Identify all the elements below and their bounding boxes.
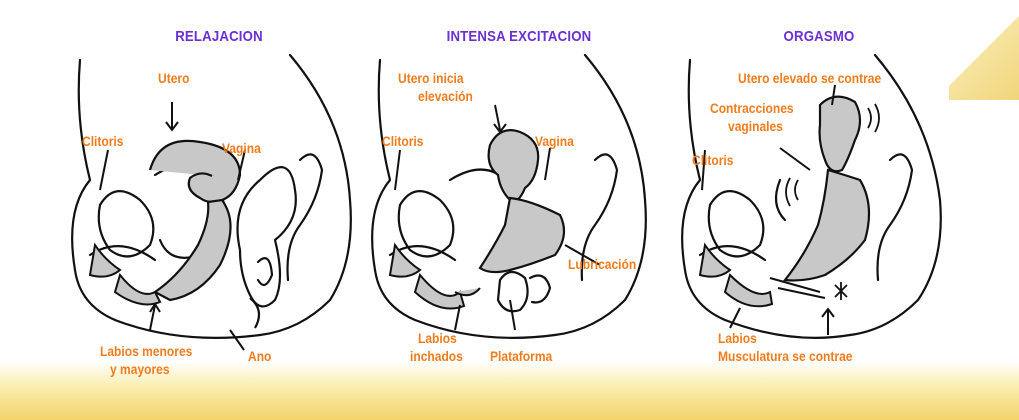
label-lubricacion: Lubricación (568, 256, 637, 272)
label-labios-1: Labios (418, 330, 457, 346)
label-labios-1: Labios menores (100, 343, 193, 359)
label-clitoris: Clitoris (82, 133, 124, 149)
clitoris-shape (88, 242, 122, 278)
vagina-shape (152, 198, 232, 302)
panel-relajacion: RELAJACION Utero Clitoris Vagin (60, 28, 378, 395)
label-utero: Utero (158, 70, 190, 86)
label-clitoris: Clitoris (692, 152, 734, 168)
label-utero: Utero elevado se contrae (738, 70, 882, 86)
labia-swollen-shape (413, 272, 466, 310)
uterus-shape (487, 129, 540, 203)
vagina-contracting-shape (782, 168, 871, 282)
label-vagina: Vagina (222, 140, 261, 156)
contraction-marks (785, 103, 880, 300)
label-musculatura: Musculatura se contrae (718, 348, 853, 364)
vagina-expanded-shape (478, 196, 566, 274)
panel-title: RELAJACION (175, 28, 263, 45)
panel-intensa-excitacion: INTENSA EXCITACION Utero inicia e (360, 28, 678, 395)
clitoris-shape (388, 242, 422, 278)
label-utero-2: elevación (418, 88, 473, 104)
label-utero-1: Utero inicia (398, 70, 464, 86)
label-labios-2: y mayores (110, 361, 170, 377)
label-ano: Ano (248, 348, 272, 364)
decorative-corner (949, 0, 1019, 100)
label-vagina: Vagina (535, 133, 574, 149)
label-contracciones-2: vaginales (728, 118, 783, 134)
anatomy-illustration-orgasmo (681, 53, 942, 339)
labia-shape (723, 273, 774, 308)
anatomy-illustration-relajacion (71, 53, 352, 351)
label-contracciones-1: Contracciones (710, 100, 794, 116)
anatomy-illustration-excitacion (371, 53, 647, 339)
label-plataforma: Plataforma (490, 348, 553, 364)
panel-title: INTENSA EXCITACION (446, 28, 592, 45)
label-labios-2: inchados (410, 348, 463, 364)
clitoris-shape (698, 242, 732, 278)
panel-orgasmo: ORGASMO (660, 28, 978, 395)
uterus-elevated-shape (818, 95, 862, 173)
labia-shape (113, 272, 162, 306)
panel-title: ORGASMO (783, 28, 855, 45)
label-labios: Labios (718, 330, 757, 346)
label-clitoris: Clitoris (382, 133, 424, 149)
